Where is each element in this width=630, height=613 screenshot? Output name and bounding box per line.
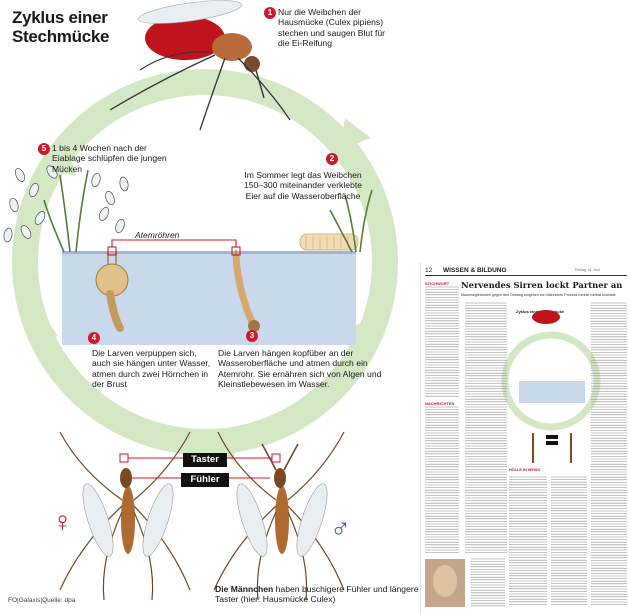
young-mosquitoes-drawing [3, 165, 129, 243]
cycle-arrow [352, 318, 380, 350]
newspaper-ressort: WISSEN & BILDUNG [443, 267, 507, 274]
female-mosquito-drawing [109, 0, 291, 131]
infographic-title: Zyklus einer Stechmücke [12, 8, 109, 46]
newspaper-header: 12 WISSEN & BILDUNG Freitag, 11. Juni [425, 267, 627, 276]
step-1-number: 1 [264, 7, 276, 19]
male-symbol: ♂ [330, 512, 351, 543]
atemroehren-label: Atemröhren [135, 230, 180, 240]
source-credit: FO|Galaxis|Quelle: dpa [8, 597, 76, 604]
male-caption-bold: Die Männchen [215, 584, 274, 594]
male-adult-drawing [213, 431, 345, 601]
cycle-arrow [340, 118, 371, 150]
newspaper-layout-art [425, 286, 627, 607]
cycle-ring [12, 69, 398, 455]
newspaper-subheadline: Mauerseglerbrüten gegen den Gesang umgeh… [461, 293, 616, 297]
infographic-artwork [3, 0, 398, 601]
title-line-2: Stechmücke [12, 27, 110, 46]
step-2-text: Im Sommer legt das Weibchen 150–300 mite… [243, 170, 362, 201]
reeds-left-drawing [43, 169, 89, 253]
male-caption: Die Männchen haben buschigere Fühler und… [215, 584, 420, 605]
title-line-1: Zyklus einer [12, 8, 108, 27]
newspaper-column-head-2: NACHRICHTEN [425, 401, 455, 406]
newspaper-column-head-1: STICHWORT [425, 281, 450, 286]
newspaper-page-thumbnail: 12 WISSEN & BILDUNG Freitag, 11. Juni Ne… [420, 263, 630, 613]
step-3-number: 3 [246, 330, 258, 342]
step-5-text: 1 bis 4 Wochen nach der Eiablage schlüpf… [52, 143, 167, 174]
step-4: 4 Die Larven verpuppen sich, auch sie hä… [88, 332, 212, 390]
larva-drawing [232, 250, 260, 332]
cycle-arrow [28, 310, 58, 340]
reeds-right-drawing [329, 189, 373, 253]
female-symbol: ♀ [52, 506, 73, 537]
newspaper-headline: Nervendes Sirren lockt Partner an [461, 280, 623, 290]
male-caption-rest: haben buschigere Fühler und längere Tast… [215, 584, 419, 605]
egg-raft-drawing [299, 233, 359, 251]
fuehler-label: Fühler [181, 473, 229, 487]
water-surface [62, 251, 356, 254]
step-2: 2 Im Sommer legt das Weibchen 150–300 mi… [238, 153, 368, 201]
taster-label: Taster [183, 453, 227, 467]
step-3: 3 Die Larven hängen kopfüber an der Wass… [218, 330, 398, 390]
step-4-number: 4 [88, 332, 100, 344]
newspaper-page-number: 12 [425, 267, 433, 274]
female-adult-drawing [59, 431, 191, 601]
label-connectors [119, 453, 281, 479]
newspaper-masthead-meta: Freitag, 11. Juni [575, 268, 600, 272]
step-5-number: 5 [38, 143, 50, 155]
step-4-text: Die Larven verpuppen sich, auch sie häng… [92, 348, 211, 390]
newspaper-column-head-3: HÖLLE IN WEISS [509, 468, 541, 472]
atemroehren-bracket [107, 239, 241, 256]
step-3-text: Die Larven hängen kopfüber an der Wasser… [218, 348, 382, 390]
step-2-number: 2 [326, 153, 338, 165]
cycle-arrow [48, 146, 76, 176]
step-1-text: Nur die Weibchen der Hausmücke (Culex pi… [278, 7, 386, 49]
pupa-drawing [95, 252, 129, 332]
